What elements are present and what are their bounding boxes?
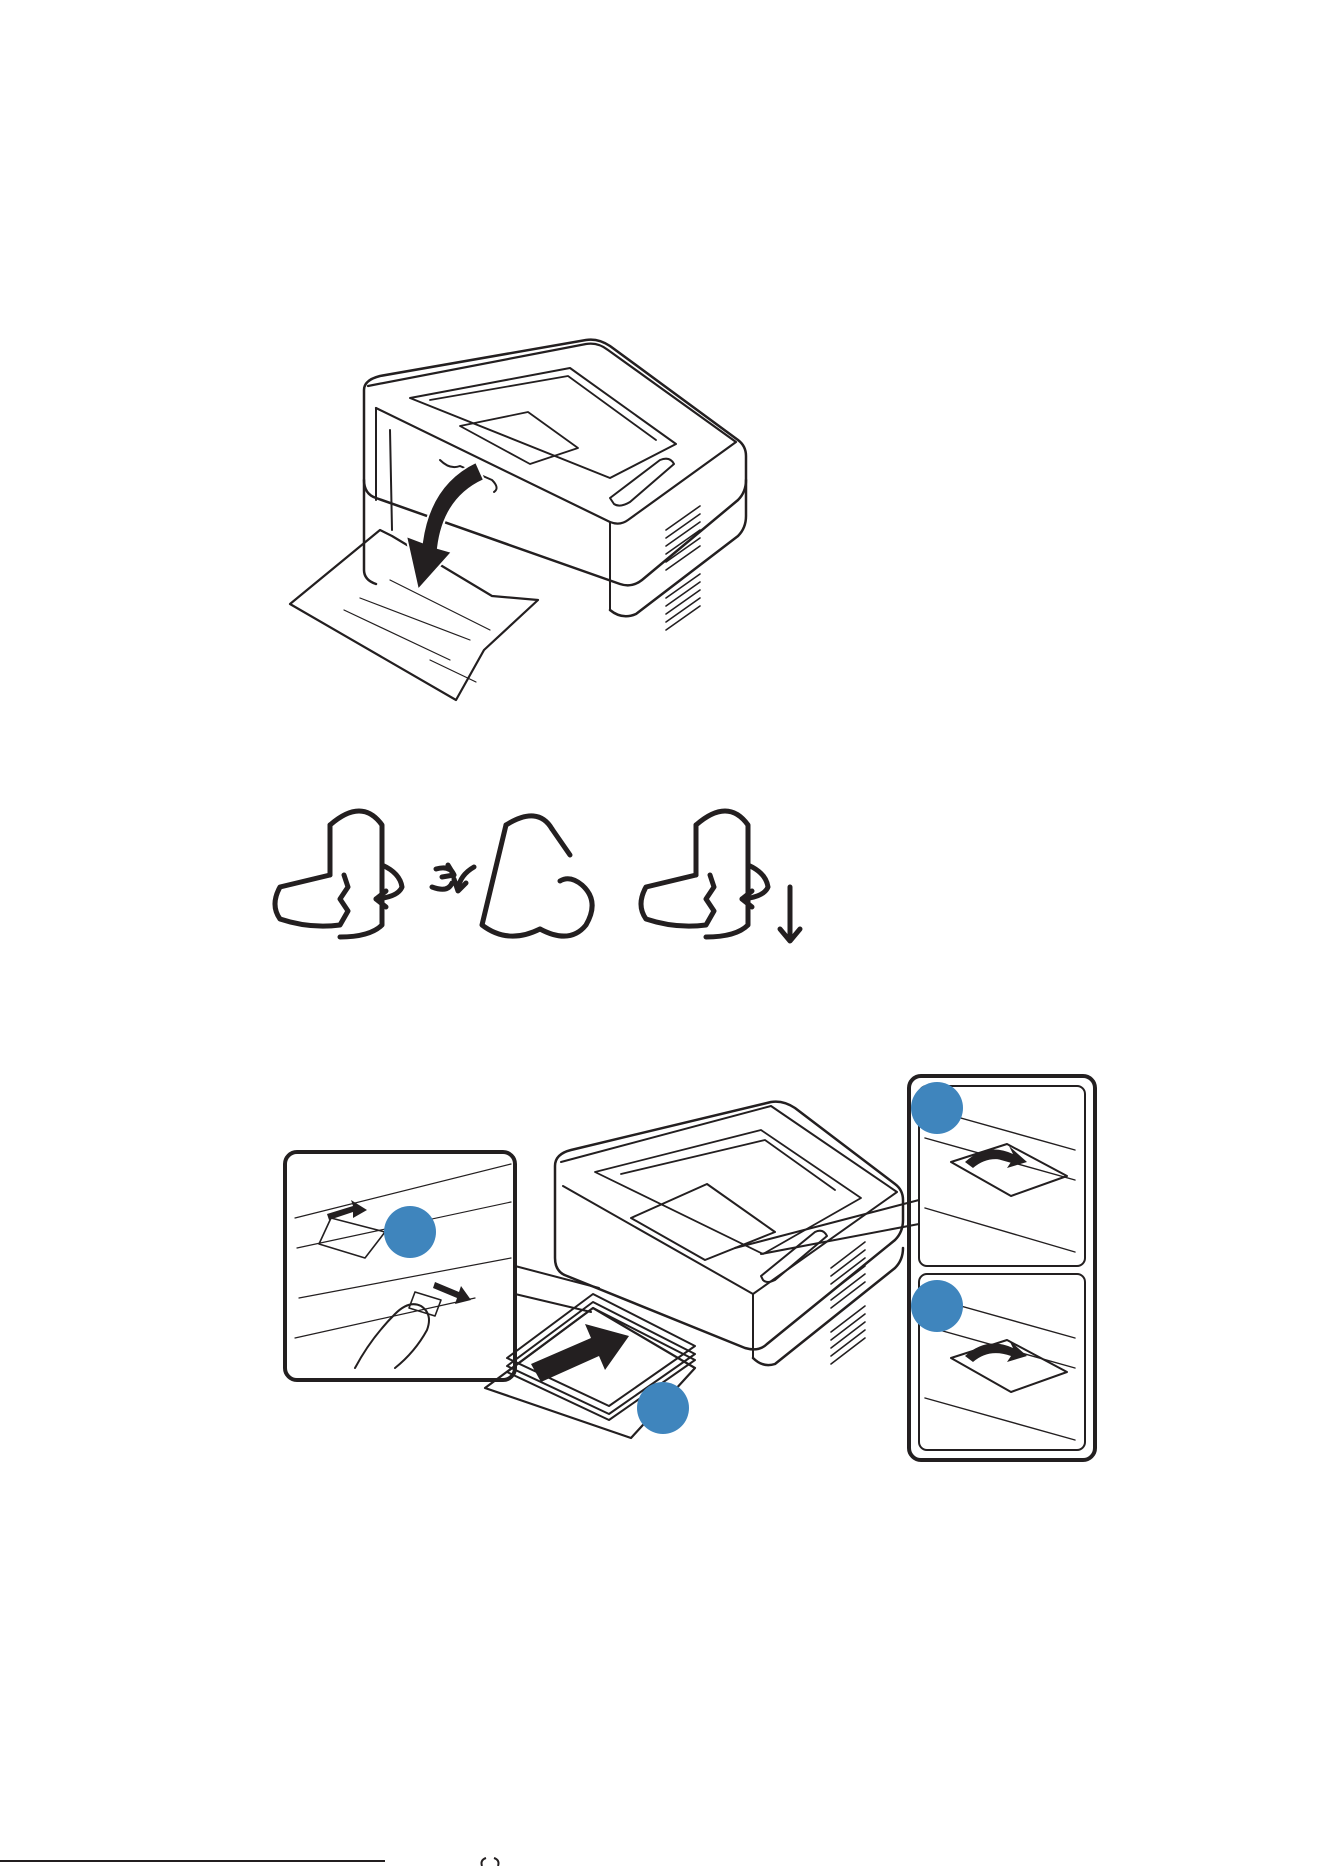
callout-paper: [637, 1382, 689, 1434]
flex-paper-icon: [275, 811, 454, 937]
figure-load-paper: [275, 1068, 1105, 1488]
callout-guide: [384, 1206, 436, 1258]
align-paper-icon: [641, 811, 800, 941]
figure-prepare-paper: [270, 795, 810, 945]
callout-support-1: [911, 1082, 963, 1134]
figure-open-tray: [280, 280, 760, 720]
output-support-icon: [951, 1144, 1067, 1392]
footer-mark: [476, 1856, 506, 1866]
callout-support-2: [911, 1280, 963, 1332]
footer-rule: [0, 1860, 385, 1862]
fan-paper-icon: [454, 816, 592, 936]
